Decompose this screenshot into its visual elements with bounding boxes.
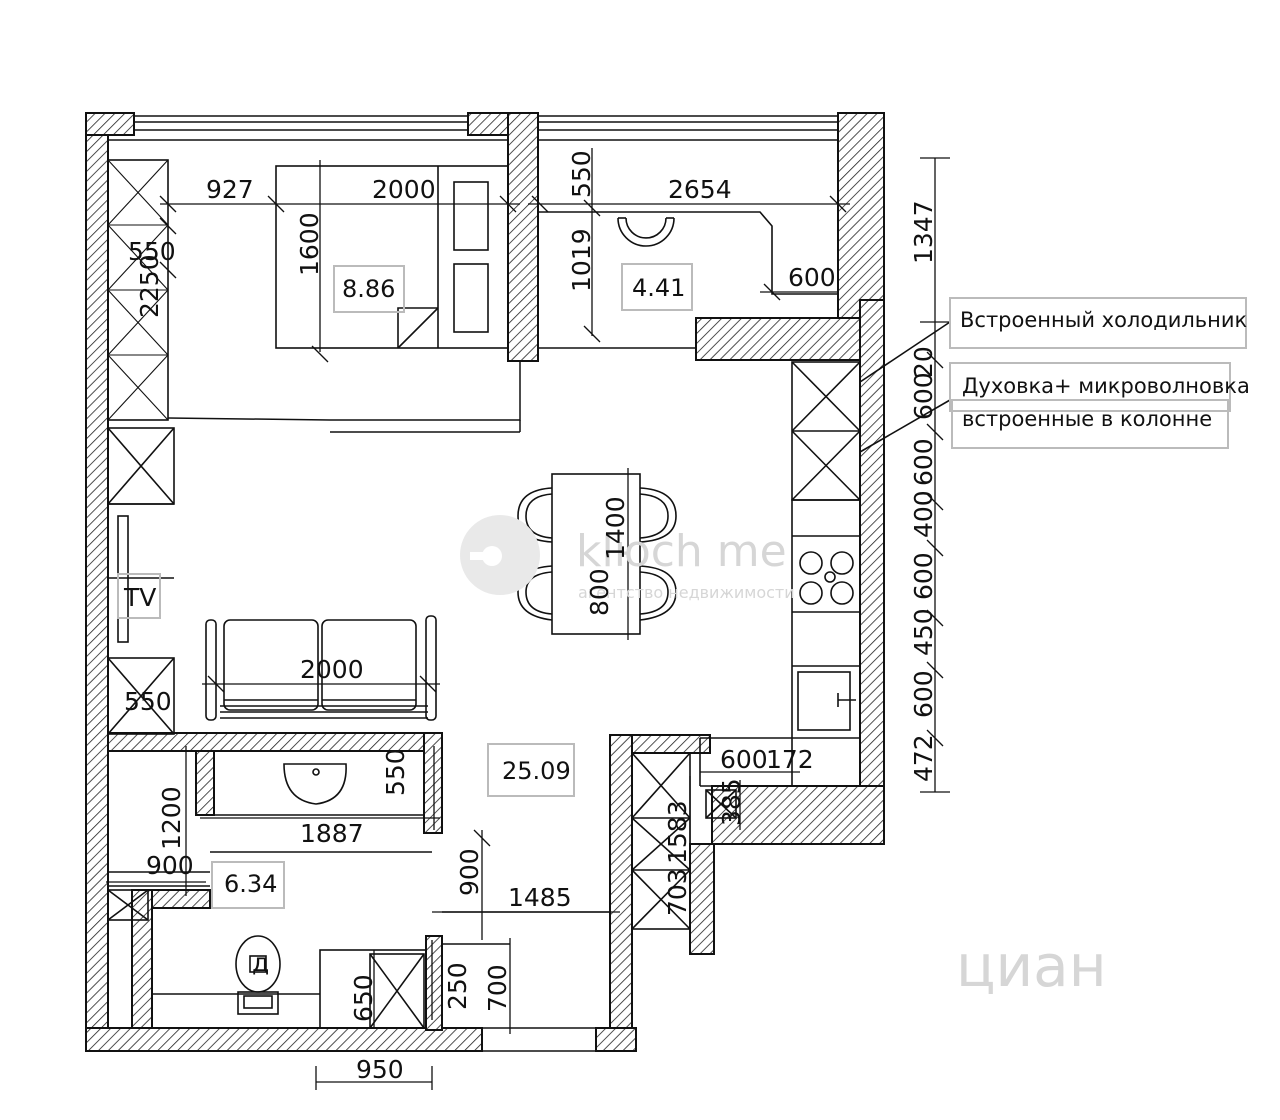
dim-closet-1583: 1583 <box>663 800 692 864</box>
washbasin-icon <box>283 763 347 805</box>
oven-label-1: Духовка+ микроволновка <box>962 374 1250 398</box>
watermark-brand-sub: агентство недвижимости <box>578 583 795 602</box>
dim-col-600-b: 600 <box>909 438 938 486</box>
wall-top-left <box>85 112 135 136</box>
dim-table-length: 1400 <box>601 496 630 560</box>
dim-corridor-1485: 1485 <box>508 883 572 912</box>
dim-storage-shelf: 600 <box>788 263 836 292</box>
dim-bed-width: 1600 <box>295 212 324 276</box>
area-box-storage <box>621 263 693 311</box>
shower-cabinet <box>369 953 425 1029</box>
wall-right <box>859 299 885 845</box>
pillow-bottom <box>453 263 489 333</box>
dim-bed-length: 2000 <box>372 175 436 204</box>
area-box-bedroom <box>333 265 405 313</box>
wall-bottom <box>85 1027 483 1052</box>
dim-bath-height: 1200 <box>157 786 186 850</box>
dim-kitchen-385: 385 <box>717 778 746 826</box>
area-bedroom: 8.86 <box>342 275 395 303</box>
hall-closet <box>631 752 691 930</box>
wall-bottom-right <box>595 1027 637 1052</box>
dim-vanity-length: 1887 <box>300 819 364 848</box>
dim-col-400: 400 <box>909 490 938 538</box>
tv-stand <box>117 515 129 643</box>
dim-col-600-d: 600 <box>909 670 938 718</box>
dim-closet-703: 703 <box>663 868 692 916</box>
dim-wardrobe-depth-top: 550 <box>128 237 176 266</box>
watermark-cian: циан <box>956 932 1107 1000</box>
hob-icon <box>799 551 854 605</box>
dim-col-600-c: 600 <box>909 552 938 600</box>
tv-label: TV <box>123 583 156 612</box>
annotation-boxes <box>117 263 1247 909</box>
dim-kitchen-172: 172 <box>766 745 814 774</box>
dim-corridor-900: 900 <box>455 848 484 896</box>
fridge-label: Встроенный холодильник <box>960 308 1247 332</box>
wall-right-step-2 <box>689 843 715 955</box>
bathroom <box>107 751 510 1029</box>
toilet-mark: д <box>252 948 269 977</box>
kitchen-counter <box>791 499 861 787</box>
toilet-icon <box>235 935 281 1015</box>
wall-bath-right <box>423 732 443 834</box>
dim-right-overall: 1347 <box>909 200 938 264</box>
wardrobe-lower <box>107 657 175 735</box>
dim-table-width: 800 <box>585 568 614 616</box>
dim-storage-depth: 550 <box>567 150 596 198</box>
dim-fridge-gap: 20 <box>909 346 938 378</box>
area-box-bath <box>211 861 285 909</box>
dim-col-450: 450 <box>909 608 938 656</box>
dim-wardrobe-length: 2250 <box>135 254 164 318</box>
walls <box>85 112 885 1052</box>
dim-shower-250: 250 <box>443 962 472 1010</box>
watermark-brand-text: klюch me <box>576 526 787 577</box>
wall-storage-bottom <box>695 317 861 361</box>
area-storage: 4.41 <box>632 274 685 302</box>
kitchen <box>699 321 951 819</box>
kitchen-corner-box <box>705 789 737 819</box>
watermark-cian-text: циан <box>956 932 1107 1000</box>
sofa <box>205 615 437 721</box>
dim-storage-width: 2654 <box>668 175 732 204</box>
wall-shower-right <box>425 935 443 1031</box>
openings <box>108 115 838 1052</box>
watermark-brand: klюch me агентство недвижимости <box>460 515 795 602</box>
dim-bath-width: 900 <box>146 851 194 880</box>
dimension-lines <box>106 148 950 1090</box>
dim-col-600-a: 600 <box>909 372 938 420</box>
bedroom <box>107 159 509 421</box>
wall-bath-inner <box>195 750 215 816</box>
dim-col-472: 472 <box>909 734 938 782</box>
tv-box <box>117 573 161 619</box>
wall-bath-mid <box>147 889 211 909</box>
area-box-living <box>487 743 575 797</box>
dim-shower-650: 650 <box>349 974 378 1022</box>
area-living: 25.09 <box>502 757 571 785</box>
storage-room <box>538 211 838 295</box>
wall-left <box>85 112 109 1052</box>
oven-label-2: встроенные в колонне <box>962 407 1212 431</box>
dim-sofa-length: 2000 <box>300 655 364 684</box>
area-bathroom: 6.34 <box>224 870 277 898</box>
wall-closet-vertical <box>609 734 633 1052</box>
dim-kitchen-600: 600 <box>720 745 768 774</box>
dim-storage-height: 1019 <box>567 228 596 292</box>
sink-icon <box>797 671 851 731</box>
bed <box>275 165 509 349</box>
dim-shower-700: 700 <box>483 964 512 1012</box>
wall-right-top <box>837 112 885 323</box>
oven-note-box-2 <box>951 399 1229 449</box>
fridge-note-box <box>949 297 1247 349</box>
dim-tv-wardrobe-depth: 550 <box>124 687 172 716</box>
dim-bed-left-gap: 927 <box>206 175 254 204</box>
bath-small-box <box>107 889 149 921</box>
dim-bottom-950: 950 <box>356 1055 404 1084</box>
oven-note-box-1 <box>949 362 1231 412</box>
dim-vanity-depth: 550 <box>381 748 410 796</box>
wall-bedroom-right <box>507 112 539 362</box>
dining-table <box>551 473 641 635</box>
pillow-top <box>453 181 489 251</box>
